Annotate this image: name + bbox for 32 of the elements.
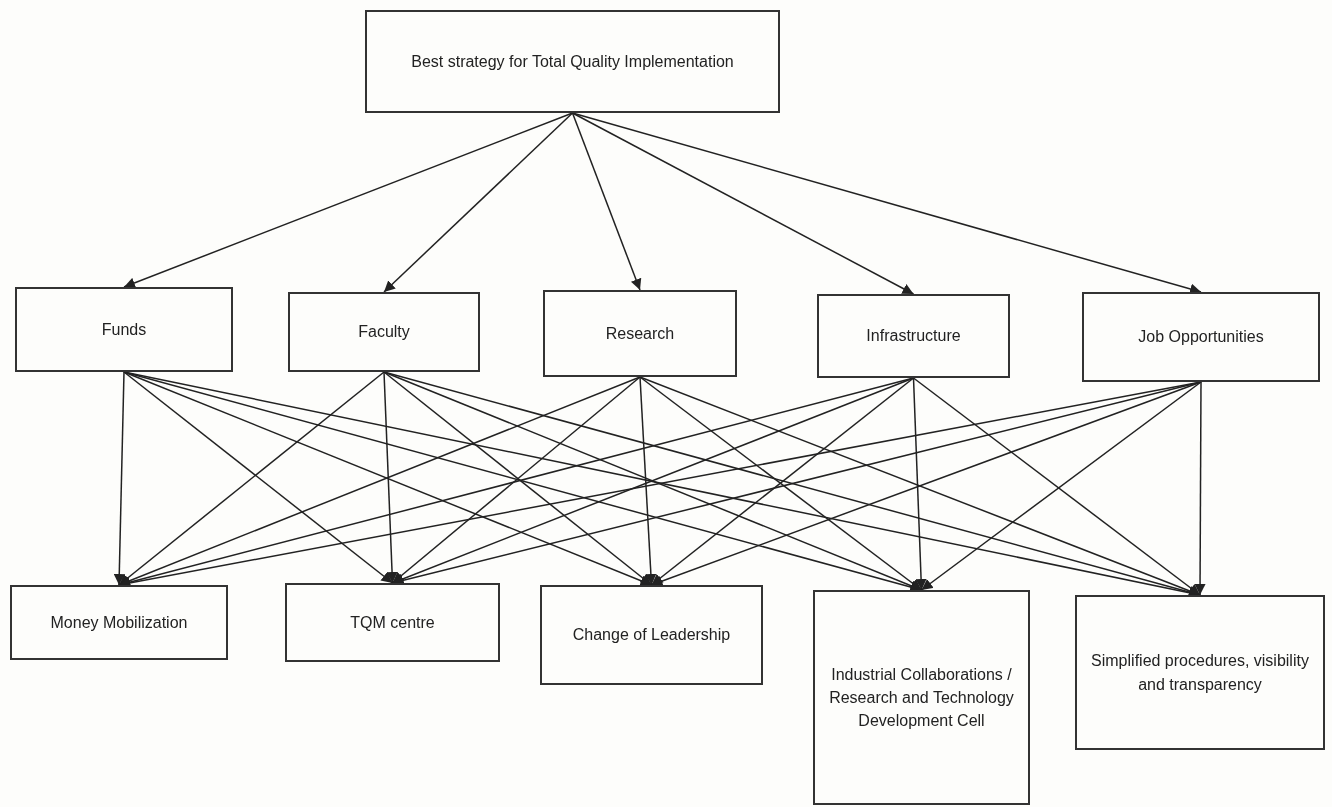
process-box [817, 294, 1010, 378]
process-box [813, 590, 1030, 805]
node-label: Best strategy for Total Quality Implementation [411, 51, 734, 72]
process-box [1075, 595, 1325, 750]
arrow [639, 376, 657, 586]
arrow [383, 371, 398, 584]
process-box [285, 583, 500, 662]
arrow [113, 371, 125, 586]
node-label: Job Opportunities [1138, 327, 1264, 348]
node-label: Simplified procedures, visibility and transparency [1090, 651, 1310, 695]
arrow [383, 112, 574, 293]
node-label: Money Mobilization [50, 612, 188, 633]
node-label: Research [605, 323, 675, 344]
node-label: Faculty [358, 322, 410, 343]
node-label: Change of Leadership [572, 625, 731, 646]
process-box [543, 290, 737, 377]
process-box [1082, 292, 1320, 382]
process-box [10, 585, 228, 660]
process-box [15, 287, 233, 372]
process-box [288, 292, 480, 372]
arrow [123, 112, 574, 289]
arrow [1194, 381, 1206, 596]
arrow [912, 377, 927, 591]
node-label: Industrial Collaborations / Research and Technology Development Cell [828, 664, 1015, 732]
arrow [571, 112, 915, 295]
node-label: Infrastructure [866, 326, 961, 347]
process-box [365, 10, 780, 113]
process-box [540, 585, 763, 685]
arrow [571, 112, 642, 291]
node-label: TQM centre [350, 612, 435, 633]
arrow [571, 112, 1202, 295]
node-label: Funds [101, 319, 147, 340]
